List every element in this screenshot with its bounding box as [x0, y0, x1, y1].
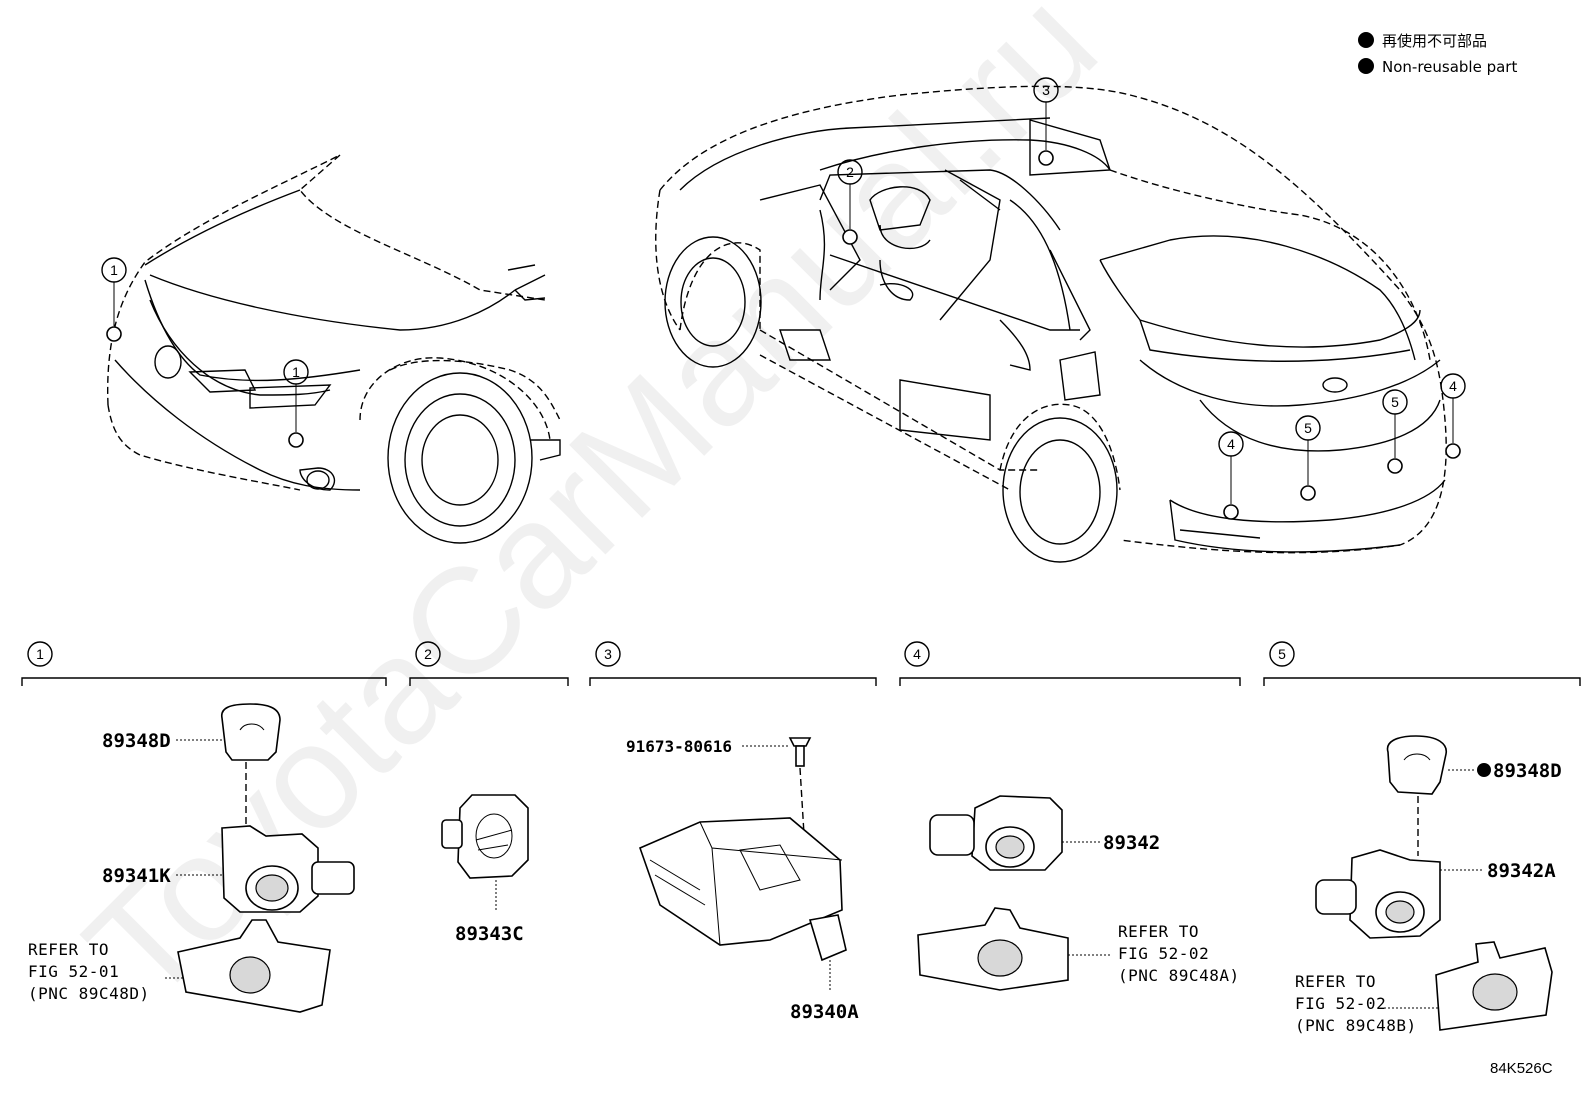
group-2-parts: 89343C — [441, 794, 529, 945]
refer-fig-52-02[interactable]: FIG 52-02 — [1295, 994, 1386, 1013]
group-3-label: 3 — [604, 646, 612, 662]
sensor-dot — [1223, 504, 1239, 520]
group-1-bracket — [21, 677, 387, 686]
sensor-cover-89348D — [1386, 735, 1447, 795]
sensor-cover-89348D — [221, 703, 281, 761]
sensor-dot — [288, 432, 304, 448]
rear-car-illustration — [655, 85, 1447, 563]
group-4-bracket — [899, 677, 1241, 686]
callout-4-label: 4 — [1449, 378, 1457, 394]
callout-1-label: 1 — [292, 364, 300, 380]
part-number-89341K[interactable]: 89341K — [102, 865, 171, 887]
refer-fig-52-01[interactable]: FIG 52-01 — [28, 962, 119, 981]
group-4-label: 4 — [913, 646, 921, 662]
refer-pnc: (PNC 89C48D) — [28, 984, 150, 1003]
watermark: ToyotaCarManual.ru — [54, 0, 1128, 1033]
callout-4-label: 4 — [1227, 436, 1235, 452]
sensor-89343C — [457, 794, 529, 879]
sensor-dot — [1387, 458, 1403, 474]
part-number-89348D[interactable]: 89348D — [102, 730, 171, 752]
non-reusable-dot-icon — [1358, 32, 1374, 48]
legend-en: Non-reusable part — [1382, 58, 1517, 76]
callout-5-label: 5 — [1391, 394, 1399, 410]
sensor-dot — [106, 326, 122, 342]
group-3-bracket — [589, 677, 877, 686]
legend-jp: 再使用不可部品 — [1382, 32, 1487, 50]
refer-line: REFER TO — [1295, 972, 1376, 991]
part-number-91673-80616[interactable]: 91673-80616 — [626, 737, 732, 756]
control-ecu-89340A — [638, 817, 843, 946]
refer-line: REFER TO — [1118, 922, 1199, 941]
callout-5-label: 5 — [1304, 420, 1312, 436]
group-4-parts: 89342 REFER TO FIG 52-02 (PNC 89C48A) — [917, 795, 1240, 991]
group-5-label: 5 — [1278, 646, 1286, 662]
callout-1-label: 1 — [110, 262, 118, 278]
sensor-connector — [311, 861, 355, 895]
group-headers: 1 2 3 4 5 — [21, 641, 1581, 686]
legend: 再使用不可部品 Non-reusable part — [1358, 32, 1517, 76]
callout-3-label: 3 — [1042, 82, 1050, 98]
refer-fig-52-02[interactable]: FIG 52-02 — [1118, 944, 1209, 963]
group-1-parts: 89348D 89341K REFER TO FIG 52-01 (PNC 89… — [28, 703, 355, 1013]
group-2-label: 2 — [424, 646, 432, 662]
non-reusable-dot-icon — [1477, 763, 1491, 777]
sensor-dot — [1300, 485, 1316, 501]
group-5-bracket — [1263, 677, 1581, 686]
part-number-89342[interactable]: 89342 — [1103, 832, 1160, 854]
front-car-illustration — [107, 154, 561, 544]
group-1-label: 1 — [36, 646, 44, 662]
group-5-parts: 89348D 89342A REFER TO FIG 52-02 (PNC 89… — [1295, 735, 1562, 1035]
part-number-89348D-non-reusable[interactable]: 89348D — [1493, 760, 1562, 782]
refer-pnc: (PNC 89C48A) — [1118, 966, 1240, 985]
group-3-parts: 91673-80616 89340A — [626, 737, 859, 1023]
bolt-91673-80616 — [788, 737, 812, 747]
callout-2-label: 2 — [846, 164, 854, 180]
refer-pnc: (PNC 89C48B) — [1295, 1016, 1417, 1035]
group-2-bracket — [409, 677, 569, 686]
sensor-dot — [842, 229, 858, 245]
car-callouts: 1 1 2 3 4 5 5 4 — [101, 77, 1466, 520]
refer-line: REFER TO — [28, 940, 109, 959]
non-reusable-dot-icon — [1358, 58, 1374, 74]
part-number-89343C[interactable]: 89343C — [455, 923, 524, 945]
diagram-code: 84K526C — [1490, 1060, 1553, 1077]
sensor-dot — [1038, 150, 1054, 166]
part-number-89340A[interactable]: 89340A — [790, 1001, 859, 1023]
part-number-89342A[interactable]: 89342A — [1487, 860, 1556, 882]
sensor-dot — [1445, 443, 1461, 459]
